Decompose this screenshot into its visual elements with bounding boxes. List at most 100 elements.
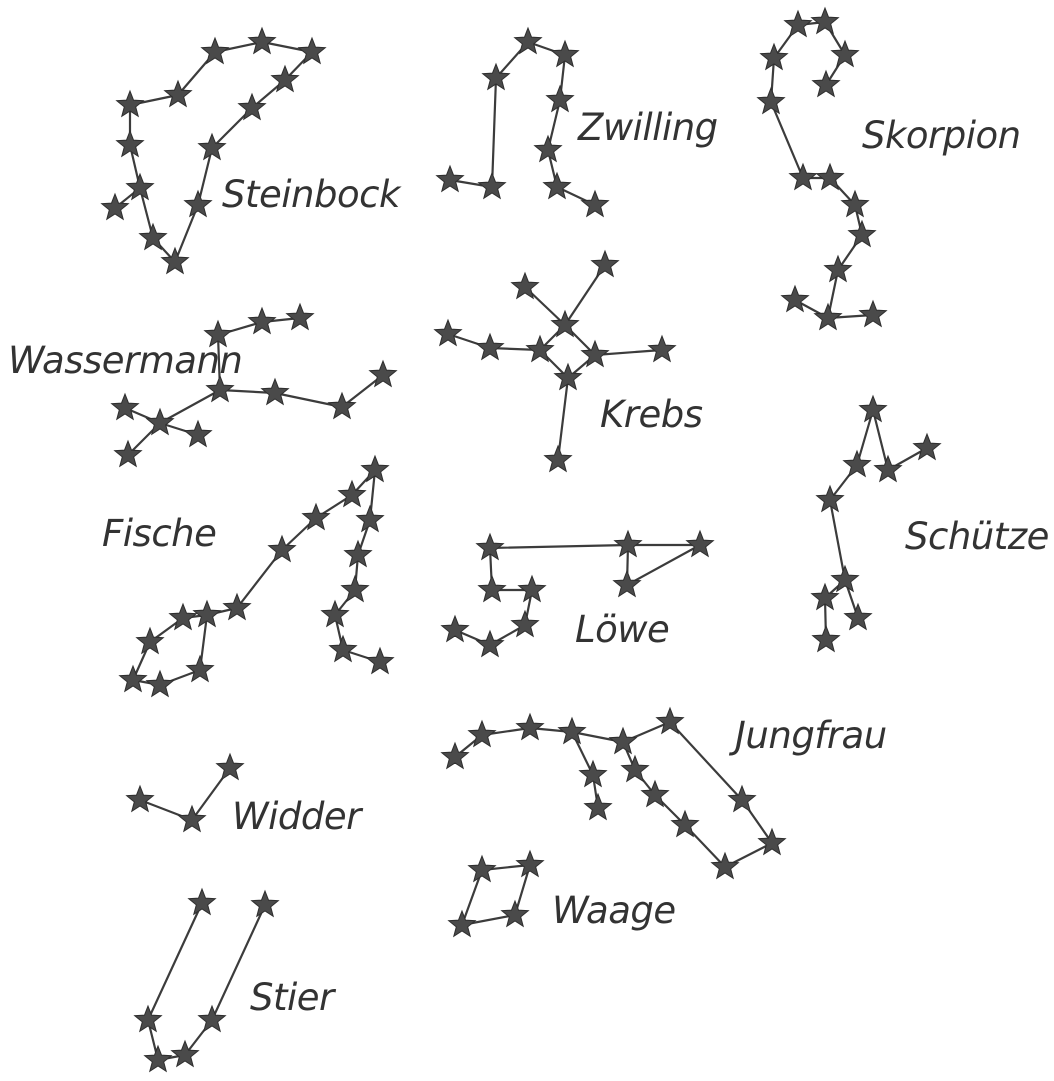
label-schuetze: Schütze — [905, 515, 1049, 558]
wassermann-star-icon — [287, 304, 314, 329]
skorpion-star-icon — [825, 256, 852, 281]
skorpion-star-icon — [849, 221, 876, 246]
jungfrau-star-icon — [517, 714, 544, 739]
loewe-connector-line — [490, 545, 628, 548]
steinbock-star-icon — [202, 38, 229, 63]
krebs-star-icon — [545, 446, 572, 471]
fische-star-icon — [187, 656, 214, 681]
label-zwilling: Zwilling — [577, 106, 718, 149]
skorpion-star-icon — [790, 164, 817, 189]
stier-star-icon — [189, 889, 216, 914]
schuetze-star-icon — [845, 604, 872, 629]
label-loewe: Löwe — [575, 608, 669, 651]
jungfrau-star-icon — [759, 829, 786, 854]
skorpion-connector-line — [771, 102, 803, 178]
constellation-widder — [127, 754, 244, 831]
fische-star-icon — [137, 628, 164, 653]
stier-connector-line — [148, 903, 202, 1020]
steinbock-star-icon — [299, 38, 326, 63]
widder-star-icon — [217, 754, 244, 779]
skorpion-star-icon — [782, 286, 809, 311]
label-steinbock: Steinbock — [222, 173, 402, 216]
krebs-star-icon — [649, 336, 676, 361]
label-skorpion: Skorpion — [862, 114, 1021, 157]
zwilling-star-icon — [437, 166, 464, 191]
skorpion-star-icon — [815, 304, 842, 329]
loewe-connector-line — [627, 545, 700, 585]
loewe-star-icon — [614, 571, 641, 596]
skorpion-star-icon — [812, 8, 839, 33]
krebs-star-icon — [477, 334, 504, 359]
loewe-star-icon — [687, 531, 714, 556]
jungfrau-star-icon — [559, 718, 586, 743]
steinbock-star-icon — [117, 131, 144, 156]
skorpion-star-icon — [813, 71, 840, 96]
loewe-star-icon — [479, 576, 506, 601]
jungfrau-star-icon — [442, 743, 469, 768]
stier-star-icon — [199, 1006, 226, 1031]
wassermann-star-icon — [147, 409, 174, 434]
constellation-jungfrau — [442, 708, 786, 878]
jungfrau-connector-line — [670, 722, 742, 800]
constellation-steinbock — [102, 28, 326, 273]
schuetze-star-icon — [914, 434, 941, 459]
zwilling-star-icon — [515, 28, 542, 53]
wassermann-star-icon — [329, 393, 356, 418]
label-fische: Fische — [102, 512, 216, 555]
stier-star-icon — [135, 1006, 162, 1031]
steinbock-star-icon — [102, 194, 129, 219]
schuetze-connector-line — [830, 500, 845, 580]
waage-star-icon — [449, 911, 476, 936]
schuetze-star-icon — [860, 396, 887, 421]
fische-star-icon — [357, 506, 384, 531]
fische-star-icon — [147, 671, 174, 696]
zwilling-star-icon — [547, 86, 574, 111]
fische-star-icon — [342, 576, 369, 601]
constellation-krebs — [435, 251, 676, 471]
zwilling-star-icon — [582, 191, 609, 216]
stier-star-icon — [145, 1046, 172, 1071]
label-widder: Widder — [232, 795, 364, 838]
label-waage: Waage — [552, 889, 676, 932]
steinbock-star-icon — [249, 28, 276, 53]
krebs-connector-line — [558, 378, 568, 460]
fische-star-icon — [367, 648, 394, 673]
wassermann-star-icon — [112, 394, 139, 419]
steinbock-star-icon — [185, 191, 212, 216]
jungfrau-star-icon — [585, 794, 612, 819]
constellation-wassermann — [112, 304, 397, 466]
constellation-fische — [120, 456, 394, 696]
stier-star-icon — [252, 891, 279, 916]
schuetze-star-icon — [844, 451, 871, 476]
skorpion-star-icon — [758, 88, 785, 113]
wassermann-star-icon — [249, 308, 276, 333]
zwilling-star-icon — [479, 173, 506, 198]
constellation-skorpion — [758, 8, 887, 329]
zwilling-connector-line — [492, 78, 496, 187]
fische-star-icon — [330, 636, 357, 661]
constellation-waage — [449, 851, 544, 936]
schuetze-star-icon — [817, 486, 844, 511]
steinbock-star-icon — [140, 224, 167, 249]
zwilling-star-icon — [535, 136, 562, 161]
waage-star-icon — [469, 856, 496, 881]
label-stier: Stier — [250, 976, 337, 1019]
skorpion-star-icon — [817, 164, 844, 189]
label-krebs: Krebs — [600, 393, 703, 436]
fische-star-icon — [224, 594, 251, 619]
krebs-star-icon — [592, 251, 619, 276]
jungfrau-star-icon — [580, 761, 607, 786]
widder-star-icon — [127, 786, 154, 811]
loewe-star-icon — [477, 631, 504, 656]
wassermann-star-icon — [262, 379, 289, 404]
loewe-star-icon — [519, 576, 546, 601]
stier-star-icon — [172, 1041, 199, 1066]
label-jungfrau: Jungfrau — [728, 714, 887, 757]
krebs-star-icon — [435, 320, 462, 345]
wassermann-star-icon — [185, 421, 212, 446]
loewe-star-icon — [512, 611, 539, 636]
jungfrau-star-icon — [622, 756, 649, 781]
label-wassermann: Wassermann — [8, 339, 242, 382]
zwilling-star-icon — [544, 173, 571, 198]
